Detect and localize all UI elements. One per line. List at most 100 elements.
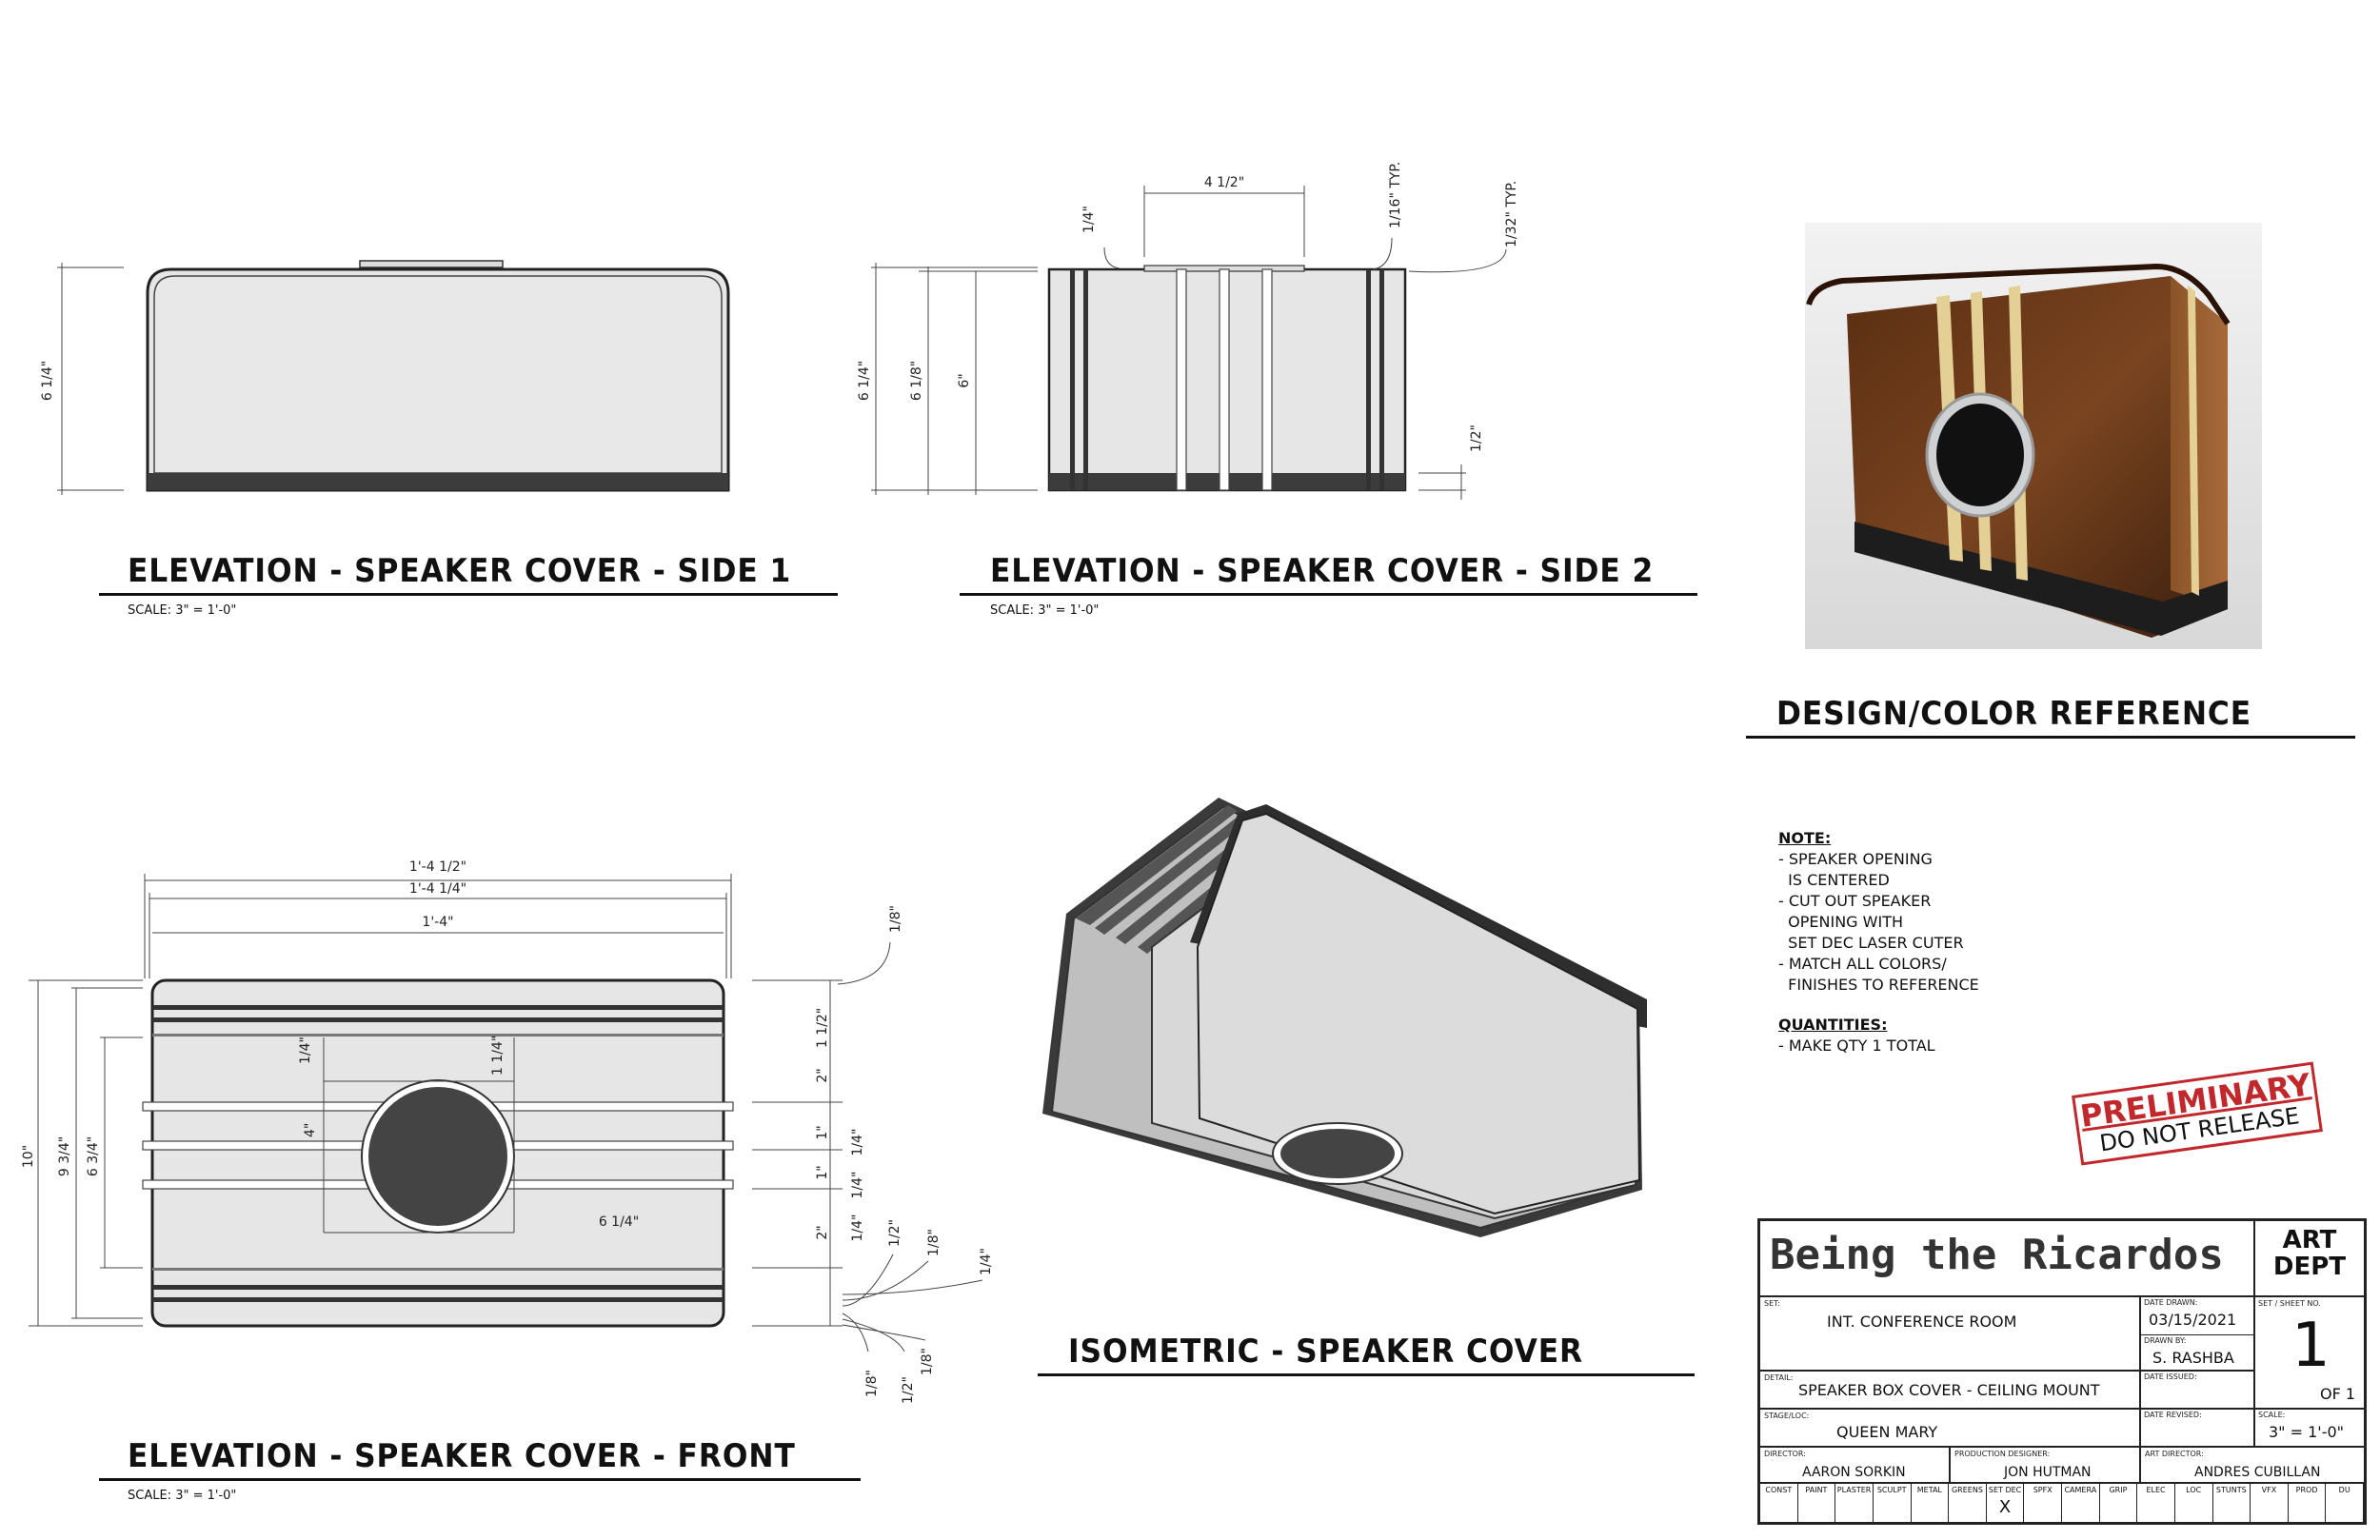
note-line: FINISHES TO REFERENCE: [1778, 976, 1979, 994]
date-drawn-value: 03/15/2021: [2149, 1311, 2237, 1329]
side2-dim-quarter: 1/4": [1081, 206, 1097, 233]
sheet-of: OF 1: [2320, 1385, 2356, 1403]
front-dim-r13: 1/8": [864, 1370, 880, 1397]
front-underline: [99, 1478, 861, 1481]
dept-checkbox-cell: VFX: [2251, 1484, 2289, 1522]
front-dim-r5: 1/4": [850, 1129, 865, 1156]
front-dim-r15: 1/8": [920, 1348, 935, 1375]
date-issued-label: DATE ISSUED:: [2144, 1372, 2197, 1381]
dept-checkbox-cell: GRIP: [2100, 1484, 2138, 1522]
dept-label: PAINT: [1805, 1486, 1828, 1494]
title-block: Being the Ricardos ART DEPT SET: INT. CO…: [1757, 1218, 2367, 1525]
side2-elevation: 4 1/2" 1/4" 1/16" TYP. 1/32" TYP. 6 1/4"…: [857, 162, 1519, 500]
date-issued-cell: DATE ISSUED:: [2141, 1372, 2255, 1410]
dept-label: DU: [2338, 1486, 2350, 1494]
note-line: SET DEC LASER CUTER: [1778, 934, 1964, 952]
side2-dim-base: 1/2": [1469, 424, 1484, 452]
dept-checkbox-cell: CONST: [1760, 1484, 1798, 1522]
scale-label: SCALE:: [2258, 1411, 2286, 1419]
front-scale: SCALE: 3" = 1'-0": [128, 1489, 237, 1503]
front-dim-r3: 2": [815, 1068, 830, 1082]
reference-title: DESIGN/COLOR REFERENCE: [1776, 695, 2252, 733]
front-dim-o1: 1/4": [298, 1037, 313, 1064]
side2-dim-h3: 6": [957, 373, 972, 387]
side2-underline: [960, 593, 1697, 596]
dept-label: PROD: [2295, 1486, 2318, 1494]
dept-checkbox-cell: SCULPT: [1874, 1484, 1912, 1522]
dept-label: GRIP: [2109, 1486, 2128, 1494]
dept-label: METAL: [1916, 1486, 1942, 1494]
front-dim-r11: 1/8": [926, 1229, 942, 1256]
set-value: INT. CONFERENCE ROOM: [1827, 1313, 2017, 1331]
dept-label: CAMERA: [2064, 1486, 2097, 1494]
note-line: IS CENTERED: [1778, 871, 1890, 889]
notes-heading: NOTE:: [1778, 829, 1832, 847]
note-line: OPENING WITH: [1778, 913, 1904, 931]
date-drawn-cell: DATE DRAWN: 03/15/2021: [2141, 1297, 2255, 1335]
dept-checkbox-cell: ELEC: [2137, 1484, 2175, 1522]
detail-cell: DETAIL: SPEAKER BOX COVER - CEILING MOUN…: [1760, 1372, 2141, 1410]
isometric-view: [1042, 798, 1647, 1237]
dept-checkbox-cell: GREENS: [1949, 1484, 1987, 1522]
dept-label: PLASTER: [1836, 1486, 1872, 1494]
iso-underline: [1038, 1373, 1695, 1376]
front-dim-r2: 1 1/2": [815, 1008, 830, 1048]
front-dim-r4: 1": [815, 1125, 830, 1139]
ad-value: ANDRES CUBILLAN: [2194, 1465, 2321, 1480]
detail-value: SPEAKER BOX COVER - CEILING MOUNT: [1798, 1381, 2100, 1399]
dept-label: GREENS: [1951, 1486, 1983, 1494]
quantity-line: - MAKE QTY 1 TOTAL: [1778, 1037, 1935, 1055]
note-line: - CUT OUT SPEAKER: [1778, 892, 1932, 910]
dept-label: SCULPT: [1876, 1486, 1907, 1494]
drawn-by-cell: DRAWN BY: S. RASHBA: [2141, 1335, 2255, 1372]
side2-scale: SCALE: 3" = 1'-0": [990, 603, 1100, 618]
dept-checkbox-cell: CAMERA: [2062, 1484, 2100, 1522]
front-dim-w2: 1'-4 1/4": [409, 881, 466, 897]
stage-value: QUEEN MARY: [1836, 1423, 1938, 1441]
stage-cell: STAGE/LOC: QUEEN MARY: [1760, 1410, 2141, 1448]
dept-label: ELEC: [2146, 1486, 2166, 1494]
dept-cell: ART DEPT: [2255, 1221, 2364, 1297]
date-revised-cell: DATE REVISED:: [2141, 1410, 2255, 1448]
director-value: AARON SORKIN: [1802, 1465, 1906, 1480]
dept-checkbox-cell: STUNTS: [2213, 1484, 2251, 1522]
dept-label: LOC: [2186, 1486, 2202, 1494]
front-dim-w1: 1'-4 1/2": [409, 859, 466, 875]
dept-checkbox-cell: METAL: [1912, 1484, 1950, 1522]
front-dim-r6: 1": [815, 1165, 830, 1179]
director-label: DIRECTOR:: [1764, 1450, 1806, 1458]
front-dim-o3: 4": [303, 1123, 318, 1137]
ad-label: ART DIRECTOR:: [2145, 1450, 2204, 1458]
dept-mark: X: [1998, 1497, 2012, 1517]
show-title-cell: Being the Ricardos: [1760, 1221, 2255, 1297]
set-label: SET:: [1764, 1299, 1780, 1308]
front-title: ELEVATION - SPEAKER COVER - FRONT: [128, 1437, 796, 1475]
scale-cell: SCALE: 3" = 1'-0": [2255, 1410, 2364, 1448]
side1-dim-height: 6 1/4": [40, 361, 55, 401]
front-dim-r1: 1/8": [888, 905, 903, 933]
date-drawn-label: DATE DRAWN:: [2144, 1298, 2198, 1307]
note-line: - SPEAKER OPENING: [1778, 850, 1933, 868]
iso-title: ISOMETRIC - SPEAKER COVER: [1068, 1333, 1584, 1371]
ad-cell: ART DIRECTOR: ANDRES CUBILLAN: [2141, 1448, 2364, 1484]
detail-label: DETAIL:: [1764, 1373, 1794, 1382]
side2-dim-typ32: 1/32" TYP.: [1504, 181, 1519, 247]
dept-label: SPFX: [2033, 1486, 2053, 1494]
show-title: Being the Ricardos: [1770, 1231, 2224, 1279]
front-dim-l1: 10": [21, 1145, 36, 1168]
reference-underline: [1746, 736, 2355, 739]
sheet-number: 1: [2291, 1311, 2330, 1381]
pd-label: PRODUCTION DESIGNER:: [1954, 1450, 2051, 1458]
front-dim-w3: 1'-4": [422, 915, 453, 930]
note-line: - MATCH ALL COLORS/: [1778, 955, 1947, 973]
side1-title: ELEVATION - SPEAKER COVER - SIDE 1: [128, 552, 792, 590]
dept-checkbox-cell: PLASTER: [1835, 1484, 1874, 1522]
drawn-by-value: S. RASHBA: [2152, 1349, 2234, 1367]
dept-label: CONST: [1765, 1486, 1793, 1494]
front-dim-r14: 1/2": [901, 1376, 916, 1404]
scale-value: 3" = 1'-0": [2269, 1423, 2345, 1441]
notes-block: NOTE: - SPEAKER OPENING IS CENTERED - CU…: [1778, 828, 1979, 1056]
